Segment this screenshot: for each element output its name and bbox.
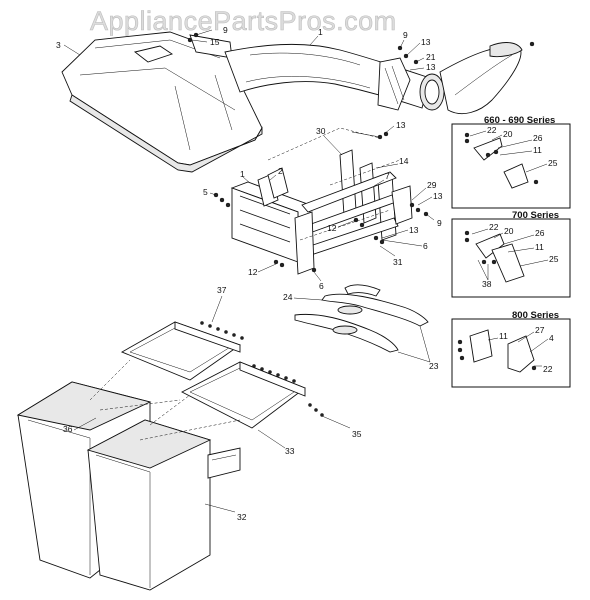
callout-23: 23	[429, 361, 439, 371]
label-26b: 26	[535, 228, 545, 238]
callout-6b: 6	[319, 281, 324, 291]
callout-35: 35	[352, 429, 362, 439]
callout-3: 3	[56, 40, 61, 50]
series-660-690-box: 660 - 690 Series 22 20 26 11 25	[451, 115, 571, 209]
callout-24: 24	[283, 292, 293, 302]
callout-5: 5	[203, 187, 208, 197]
frame-hardware	[187, 32, 535, 273]
leader-lines	[63, 29, 435, 513]
callout-9b: 9	[403, 30, 408, 40]
callout-14: 14	[399, 156, 409, 166]
series-660-690-title: 660 - 690 Series	[484, 115, 555, 126]
callout-6a: 6	[423, 241, 428, 251]
label-11: 11	[533, 145, 542, 155]
watermark-text: AppliancePartsPros.com	[90, 6, 397, 36]
mower-blades	[294, 284, 429, 353]
callout-7: 7	[385, 171, 390, 181]
series-700-title: 700 Series	[512, 210, 559, 221]
callout-1b: 1	[240, 169, 245, 179]
label-26: 26	[533, 133, 543, 143]
callout-12a: 12	[327, 223, 337, 233]
callout-37: 37	[217, 285, 227, 295]
label-38: 38	[482, 279, 492, 289]
callout-13a: 13	[421, 37, 431, 47]
callout-9c: 9	[437, 218, 442, 228]
callout-21: 21	[426, 52, 436, 62]
label-20: 20	[503, 129, 513, 139]
label-22b: 22	[489, 222, 499, 232]
callout-29: 29	[427, 180, 437, 190]
callout-1: 1	[318, 27, 323, 37]
callout-13e: 13	[409, 225, 419, 235]
grass-bags	[16, 381, 241, 591]
callout-36: 36	[63, 424, 73, 434]
frame-assembly	[230, 127, 413, 275]
series-700-box: 700 Series 22 20 26 11 25 38	[451, 210, 571, 298]
bagger-cover	[61, 31, 263, 173]
discharge-chute	[224, 42, 523, 114]
label-25b: 25	[549, 254, 559, 264]
callout-2: 2	[278, 166, 283, 176]
callout-13d: 13	[433, 191, 443, 201]
label-11b: 11	[535, 242, 544, 252]
callout-30: 30	[316, 126, 326, 136]
label-25: 25	[548, 158, 558, 168]
callout-32: 32	[237, 512, 247, 522]
callout-labels: 3 9 15 1 9 13 21 13 30 13 14 1 2 7 5 29 …	[56, 25, 443, 522]
label-20b: 20	[504, 226, 514, 236]
bag-frame-screws	[200, 321, 324, 417]
series-800-title: 800 Series	[512, 310, 559, 321]
callout-13c: 13	[396, 120, 406, 130]
callout-33: 33	[285, 446, 295, 456]
callout-12b: 12	[248, 267, 258, 277]
label-27: 27	[535, 325, 545, 335]
label-11c: 11	[499, 331, 508, 341]
callout-15: 15	[210, 37, 220, 47]
label-22c: 22	[543, 364, 553, 374]
bag-frames	[89, 321, 324, 441]
series-800-box: 800 Series 27 11 4 22	[451, 310, 571, 388]
callout-31: 31	[393, 257, 403, 267]
callout-9: 9	[223, 25, 228, 35]
label-4: 4	[549, 333, 554, 343]
label-22: 22	[487, 125, 497, 135]
callout-13b: 13	[426, 62, 436, 72]
